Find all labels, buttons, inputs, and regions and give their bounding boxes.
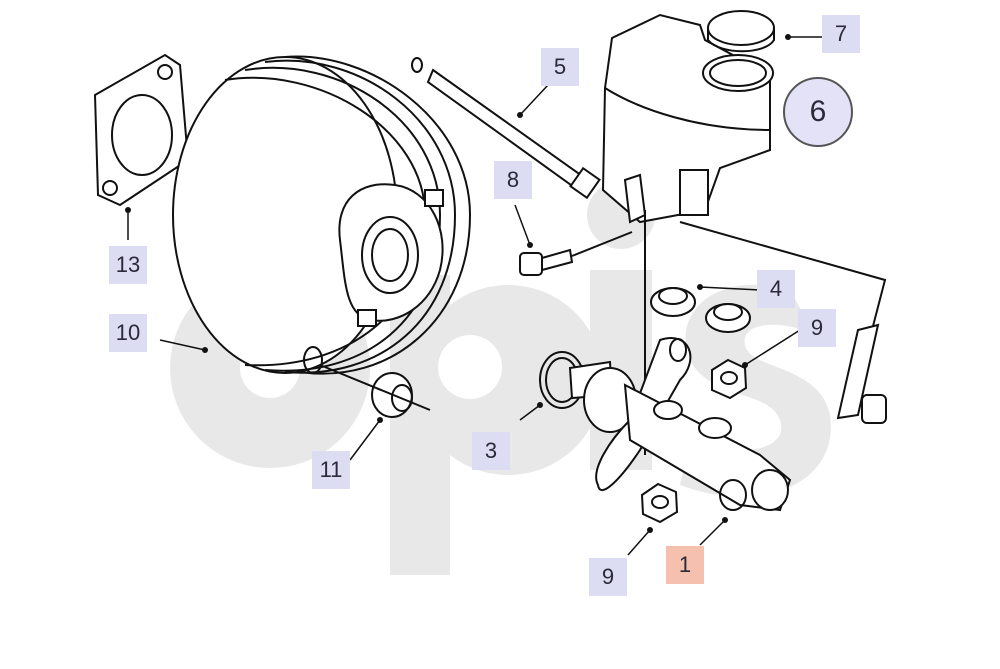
screw-part <box>519 231 633 276</box>
callout-9-lower[interactable]: 9 <box>589 558 627 596</box>
sensor-part <box>836 323 887 424</box>
nut-part-upper <box>711 358 748 400</box>
callout-10[interactable]: 10 <box>109 314 147 352</box>
callout-9-upper[interactable]: 9 <box>798 309 836 347</box>
gasket-part <box>93 53 190 207</box>
callout-3[interactable]: 3 <box>472 432 510 470</box>
reservoir-cap-part <box>707 10 775 53</box>
callout-13[interactable]: 13 <box>109 246 147 284</box>
callout-5[interactable]: 5 <box>541 48 579 86</box>
brake-booster-part <box>172 55 472 375</box>
grommet-part <box>319 364 431 418</box>
callout-4[interactable]: 4 <box>757 270 795 308</box>
callout-6[interactable]: 6 <box>783 77 853 147</box>
callout-11[interactable]: 11 <box>312 451 350 489</box>
callout-1[interactable]: 1 <box>666 546 704 584</box>
callout-7[interactable]: 7 <box>822 15 860 53</box>
reservoir-seals-part <box>650 287 751 333</box>
nut-part-lower <box>640 482 679 524</box>
push-rod-part <box>411 57 601 200</box>
fluid-reservoir-part <box>601 13 774 224</box>
callout-8[interactable]: 8 <box>494 161 532 199</box>
leader-lines <box>127 36 825 556</box>
master-cylinder-part <box>568 337 792 512</box>
leader-dots <box>125 34 791 533</box>
